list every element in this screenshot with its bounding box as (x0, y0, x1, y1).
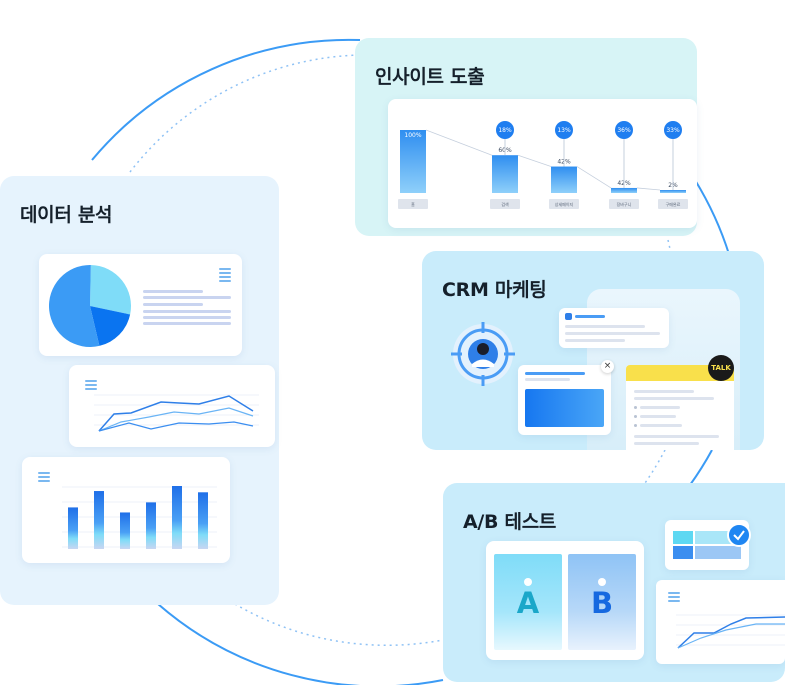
funnel-value-label: 100% (404, 132, 421, 139)
funnel-step-chip (398, 199, 428, 209)
funnel-step-chip (549, 199, 579, 209)
funnel-flow-line (425, 129, 493, 156)
pie-widget (39, 254, 242, 356)
talk-badge: TALK (708, 355, 734, 381)
pie-slice (90, 265, 131, 315)
insight-title: 인사이트 도출 (375, 66, 485, 88)
ab-test-card: A/B 테스트 A B (443, 483, 785, 682)
ab-series-2 (677, 623, 785, 649)
ab-line-chart (676, 614, 785, 649)
variant-a-label: A (516, 586, 540, 620)
funnel-chart: 100%홈60%검색18%42%상세페이지13%42%장바구니36%2%구매완료… (398, 121, 688, 209)
close-icon[interactable]: × (601, 360, 614, 373)
variant-a-card: A (494, 554, 562, 650)
funnel-drop-badge (496, 121, 514, 139)
funnel-bar (492, 155, 518, 193)
ab-title: A/B 테스트 (463, 511, 557, 533)
bar (94, 491, 104, 549)
funnel-drop-label: 36% (617, 127, 631, 134)
popup-image (525, 389, 604, 427)
funnel-bar (551, 166, 577, 193)
line-series-2 (98, 407, 254, 432)
bar (172, 486, 182, 549)
chat-notification (559, 308, 669, 348)
funnel-bar (660, 190, 686, 193)
funnel-drop-badge (615, 121, 633, 139)
funnel-drop-label: 33% (666, 127, 680, 134)
funnel-drop-badge (555, 121, 573, 139)
funnel-step-chip (658, 199, 688, 209)
funnel-bar (400, 130, 426, 193)
analysis-card: 데이터 분석 (0, 176, 279, 605)
funnel-flow-line (576, 166, 612, 189)
ab-variants-panel: A B (486, 541, 644, 660)
line-series-1 (98, 395, 254, 432)
funnel-drop-label: 13% (557, 127, 571, 134)
bar (120, 512, 130, 549)
image-popup (518, 365, 611, 435)
funnel-flow-line (636, 187, 661, 191)
funnel-step-label: 홈 (411, 201, 415, 207)
analysis-title: 데이터 분석 (20, 204, 113, 226)
pie-chart (48, 265, 131, 347)
check-icon (727, 523, 751, 547)
variant-b-card: B (568, 554, 636, 650)
pie-slice (90, 306, 131, 346)
ab-series-1 (677, 616, 785, 649)
bar (68, 507, 78, 549)
funnel-flow-line (517, 154, 552, 167)
funnel-step-label: 검색 (501, 201, 509, 207)
funnel-step-chip (490, 199, 520, 209)
variant-b-label: B (590, 586, 614, 620)
bar (146, 502, 156, 549)
funnel-step-label: 구매완료 (666, 201, 681, 207)
bar-chart (62, 486, 217, 549)
funnel-step-label: 상세페이지 (555, 201, 574, 207)
funnel-drop-badge (664, 121, 682, 139)
target-user-icon (451, 322, 515, 386)
funnel-drop-label: 18% (498, 127, 512, 134)
bar-widget (22, 457, 230, 563)
line-chart (94, 394, 259, 432)
funnel-step-chip (609, 199, 639, 209)
funnel-bar (611, 187, 637, 193)
funnel-step-label: 장바구니 (617, 201, 632, 207)
line-series-3 (98, 421, 254, 432)
line-widget (69, 365, 275, 447)
crm-card: CRM 마케팅 × (422, 251, 764, 450)
bar (198, 492, 208, 549)
pie-slice (48, 265, 100, 347)
chat-icon (565, 313, 572, 320)
crm-title: CRM 마케팅 (442, 279, 547, 301)
ab-line-widget (656, 580, 785, 664)
